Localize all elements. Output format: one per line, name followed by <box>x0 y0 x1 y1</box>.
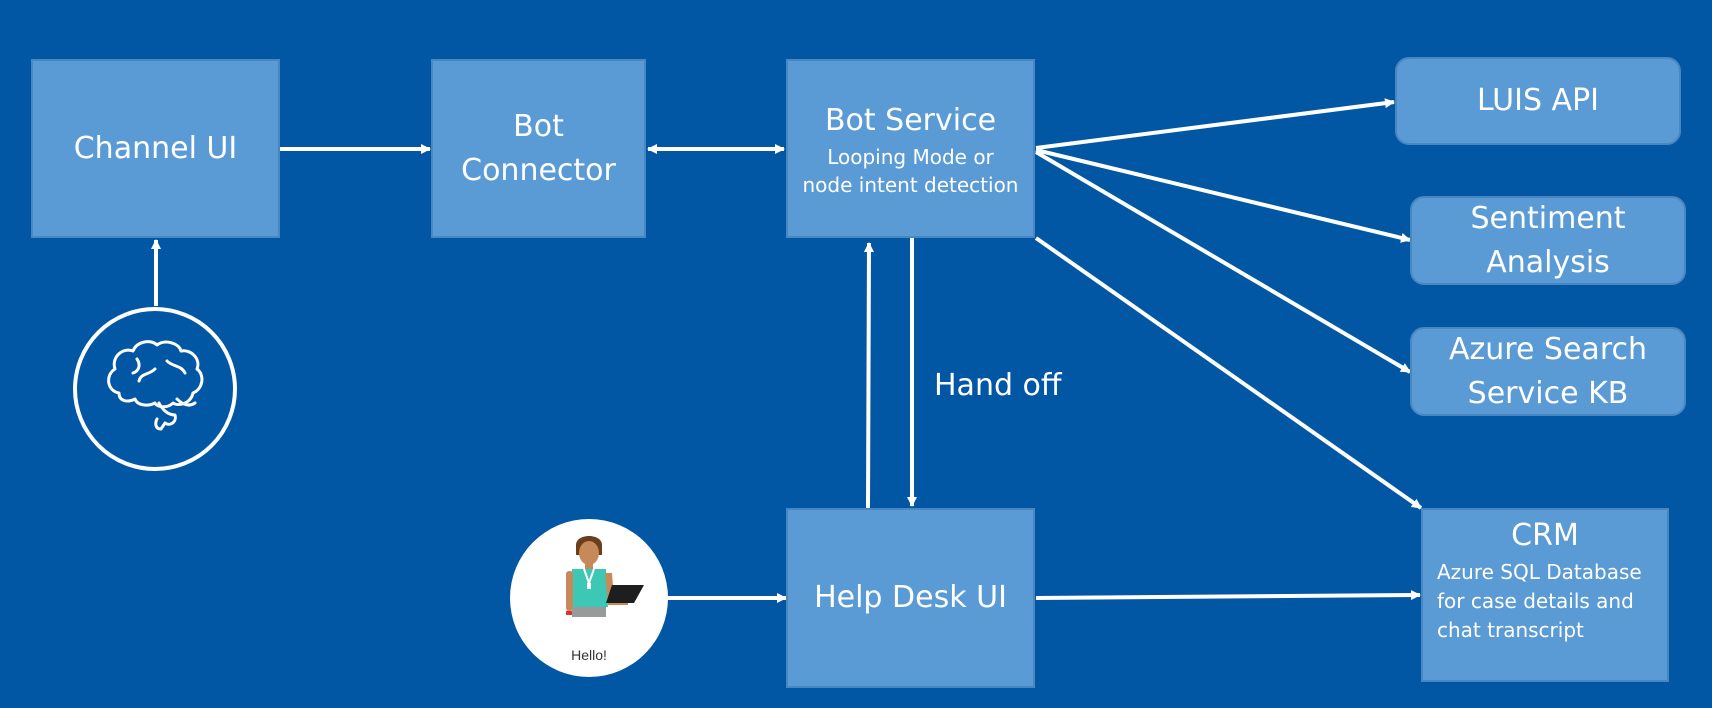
luis-api-label: LUIS API <box>1476 83 1600 118</box>
help-desk-ui-box: Help Desk UI <box>786 508 1035 688</box>
bot-connector-label: Bot Connector <box>461 108 616 188</box>
agent-caption: Hello! <box>571 647 607 663</box>
sentiment-analysis-box: Sentiment Analysis <box>1410 196 1686 285</box>
arrow-service-to-luis <box>1035 98 1395 150</box>
bot-service-box: Bot Service Looping Mode or node intent … <box>786 59 1035 238</box>
luis-api-box: LUIS API <box>1395 57 1681 145</box>
crm-title: CRM <box>1511 518 1579 553</box>
bot-service-title: Bot Service <box>824 102 997 138</box>
help-desk-agent-icon <box>566 536 644 617</box>
sentiment-label-1: Sentiment <box>1470 200 1626 236</box>
help-desk-agent-circle: Hello! <box>510 519 668 677</box>
sentiment-label-2: Analysis <box>1486 244 1610 280</box>
channel-ui-label: Channel UI <box>73 130 238 166</box>
arrow-service-to-sentiment <box>1035 148 1411 243</box>
hand-off-label: Hand off <box>934 368 1062 403</box>
bot-service-subtitle-2: node intent detection <box>802 172 1019 197</box>
bot-service-subtitle-1: Looping Mode or <box>827 144 994 169</box>
crm-line-1: Azure SQL Database <box>1437 560 1642 584</box>
azure-search-box: Azure Search Service KB <box>1410 327 1686 416</box>
arrow-helpdesk-to-crm <box>1035 590 1421 601</box>
crm-line-3: chat transcript <box>1437 618 1584 642</box>
brain-circle <box>73 307 237 471</box>
bot-connector-box: Bot Connector <box>431 59 646 238</box>
azure-search-label-2: Service KB <box>1467 375 1629 411</box>
crm-line-2: for case details and <box>1437 589 1634 613</box>
help-desk-ui-label: Help Desk UI <box>814 580 1007 615</box>
arrow-service-to-crm <box>1034 236 1423 510</box>
brain-icon <box>107 340 204 431</box>
channel-ui-box: Channel UI <box>31 59 280 238</box>
arrow-service-to-search <box>1034 150 1412 374</box>
crm-box: CRM Azure SQL Database for case details … <box>1421 508 1669 682</box>
arrow-helpdesk-to-service <box>863 242 874 509</box>
azure-search-label-1: Azure Search <box>1448 331 1648 367</box>
